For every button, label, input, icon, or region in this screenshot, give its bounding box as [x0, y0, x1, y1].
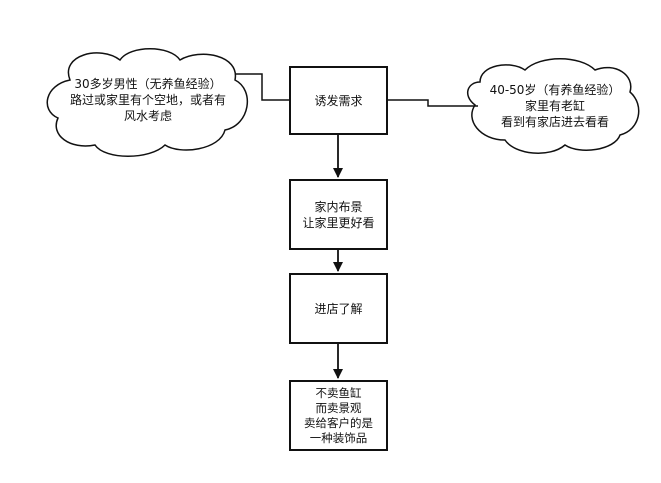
cloud-right-text: 40-50岁（有养鱼经验） 家里有老缸 看到有家店进去看看 — [489, 83, 621, 129]
node-conclusion: 不卖鱼缸 而卖景观 卖给客户的是 一种装饰品 — [289, 380, 388, 451]
node-visit: 进店了解 — [289, 273, 388, 344]
right-cloud-shape — [466, 58, 640, 154]
left-connector — [235, 73, 289, 101]
cloud-left-text: 30多岁男性（无养鱼经验） 路过或家里有个空地，或者有 风水考虑 — [69, 77, 226, 123]
right-connector — [388, 99, 478, 107]
left-cloud-shape — [46, 48, 249, 157]
node-decor: 家内布景 让家里更好看 — [289, 179, 388, 250]
node-trigger: 诱发需求 — [289, 66, 388, 135]
